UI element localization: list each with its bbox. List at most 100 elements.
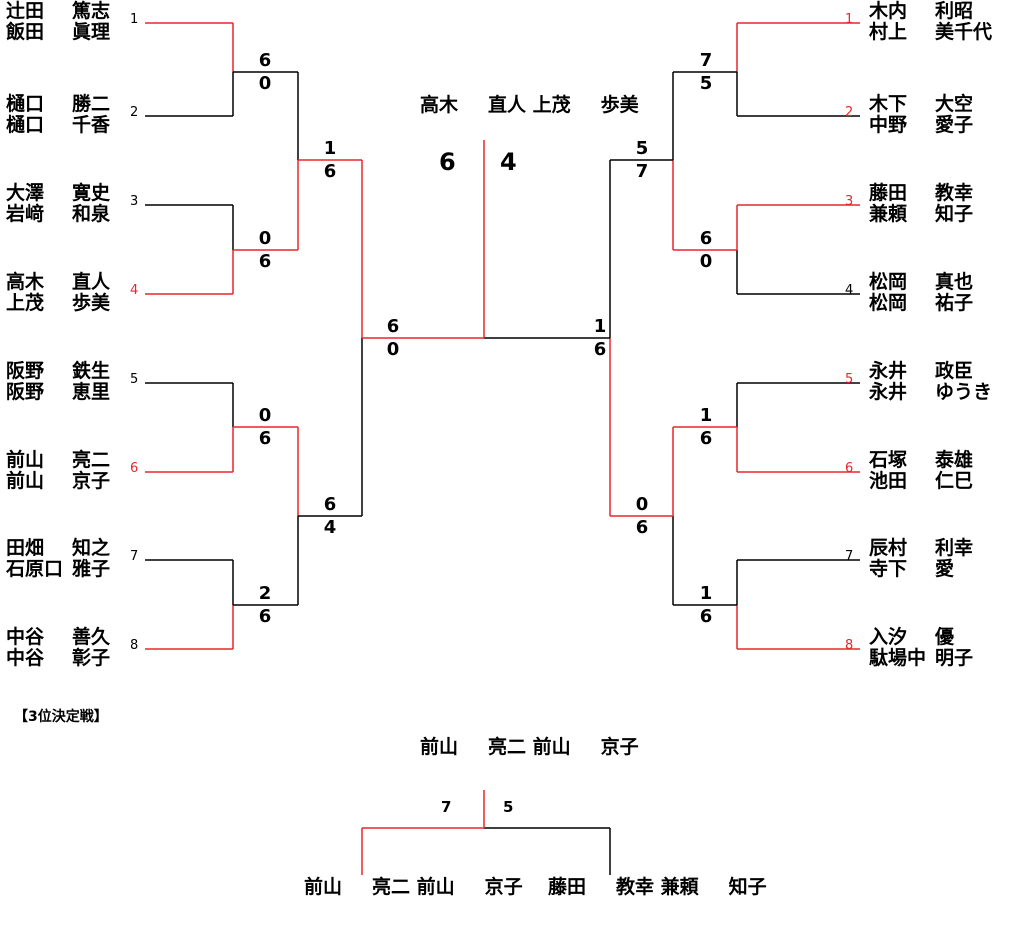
left-family-name: 阪野 xyxy=(6,381,45,403)
left-family-name: 前山 xyxy=(6,470,45,492)
left-seed-8: 8 xyxy=(130,638,139,653)
right-family-name: 木内 xyxy=(869,0,908,22)
left-pair-8-row-2: 中谷彰子 xyxy=(6,648,110,669)
final-score-left: 6 xyxy=(439,148,456,176)
right-given-name: 知子 xyxy=(935,203,974,225)
right-pair-3: 藤田 教幸兼頼知子 xyxy=(869,183,973,225)
third-winner-given-2: 京子 xyxy=(600,736,639,758)
left-family-name: 中谷 xyxy=(6,647,45,669)
champion-pair: 高木 直人 上茂 歩美 xyxy=(420,95,639,116)
right-seed-2: 2 xyxy=(845,105,854,120)
left-pair-3: 大澤寛史岩﨑 和泉 xyxy=(6,183,110,225)
left-pair-7: 田畑知之石原口雅子 xyxy=(6,538,110,580)
right-pair-8-row-2: 駄場中明子 xyxy=(869,648,973,669)
left-pair-2: 樋口勝二樋口千香 xyxy=(6,94,110,136)
left-seed-1: 1 xyxy=(130,12,139,27)
left-given-name: 和泉 xyxy=(72,203,111,225)
left-r1-score-top: 6 xyxy=(258,50,272,71)
left-pair-5: 阪野鉄生阪野 恵里 xyxy=(6,361,110,403)
right-given-name: 大空 xyxy=(935,93,974,115)
left-r1-score-bottom: 6 xyxy=(258,428,272,449)
right-family-name: 松岡 xyxy=(869,292,908,314)
right-r1-score-top: 1 xyxy=(699,583,713,604)
third-winner-given-1: 亮二 xyxy=(488,736,527,758)
right-seed-5: 5 xyxy=(845,372,854,387)
right-r1-score-top: 1 xyxy=(699,405,713,426)
left-pair-2-row-1: 樋口勝二 xyxy=(6,94,110,115)
left-family-name: 樋口 xyxy=(6,93,45,115)
right-r1-score-top: 7 xyxy=(699,50,713,71)
right-pair-5-row-1: 永井政臣 xyxy=(869,361,992,382)
third-right-given-1: 教幸 xyxy=(616,876,655,898)
third-right-given-2: 知子 xyxy=(728,876,767,898)
left-given-name: 恵里 xyxy=(72,381,111,403)
third-score-left: 7 xyxy=(441,798,452,816)
right-pair-1-row-1: 木内 利昭 xyxy=(869,1,992,22)
champion-given-2: 歩美 xyxy=(600,94,639,116)
right-given-name: 泰雄 xyxy=(935,449,974,471)
left-given-name: 京子 xyxy=(72,470,111,492)
left-family-name: 飯田 xyxy=(6,21,45,43)
third-place-winner: 前山亮二 前山京子 xyxy=(420,737,639,758)
third-place-heading: 【3位決定戦】 xyxy=(14,709,108,725)
third-place-right-pair: 藤田教幸 兼頼知子 xyxy=(548,877,767,898)
right-seed-4: 4 xyxy=(845,283,854,298)
left-pair-2-row-2: 樋口千香 xyxy=(6,115,110,136)
left-pair-1: 辻田篤志飯田眞理 xyxy=(6,1,110,43)
left-pair-3-row-2: 岩﨑 和泉 xyxy=(6,204,110,225)
left-given-name: 雅子 xyxy=(72,558,111,580)
left-pair-8-row-1: 中谷善久 xyxy=(6,627,110,648)
champion-given-1: 直人 xyxy=(488,94,527,116)
right-family-name: 中野 xyxy=(869,114,908,136)
right-family-name: 永井 xyxy=(869,381,908,403)
left-pair-8: 中谷善久中谷彰子 xyxy=(6,627,110,669)
third-score-right: 5 xyxy=(503,798,514,816)
left-r2-score-top: 6 xyxy=(323,494,337,515)
right-given-name: 利幸 xyxy=(935,537,974,559)
final-score-right: 4 xyxy=(500,148,517,176)
right-family-name: 村上 xyxy=(869,21,908,43)
third-left-family-1: 前山 xyxy=(304,876,343,898)
right-r2-score-top: 5 xyxy=(635,138,649,159)
left-family-name: 岩﨑 xyxy=(6,203,45,225)
third-winner-family-1: 前山 xyxy=(420,736,459,758)
left-pair-4: 高木 直人上茂歩美 xyxy=(6,272,110,314)
right-family-name: 駄場中 xyxy=(869,647,927,669)
right-given-name: 利昭 xyxy=(935,0,974,22)
left-given-name: 直人 xyxy=(72,271,111,293)
right-seed-6: 6 xyxy=(845,461,854,476)
right-r3-score-top: 1 xyxy=(593,316,607,337)
left-pair-6-row-1: 前山亮二 xyxy=(6,450,110,471)
right-given-name: 教幸 xyxy=(935,182,974,204)
right-r2-score-top: 0 xyxy=(635,494,649,515)
left-pair-3-row-1: 大澤寛史 xyxy=(6,183,110,204)
right-family-name: 木下 xyxy=(869,93,908,115)
right-pair-1-row-2: 村上美千代 xyxy=(869,22,992,43)
right-r2-score-bottom: 7 xyxy=(635,161,649,182)
champion-family-2: 上茂 xyxy=(532,94,571,116)
left-given-name: 寛史 xyxy=(72,182,111,204)
left-r1-score-top: 0 xyxy=(258,405,272,426)
right-pair-3-row-2: 兼頼知子 xyxy=(869,204,973,225)
left-r3-score-bottom: 0 xyxy=(386,339,400,360)
left-pair-4-row-2: 上茂歩美 xyxy=(6,293,110,314)
right-pair-1: 木内 利昭村上美千代 xyxy=(869,1,992,43)
right-seed-7: 7 xyxy=(845,549,854,564)
right-family-name: 藤田 xyxy=(869,182,908,204)
right-seed-1: 1 xyxy=(845,12,854,27)
right-given-name: 仁巳 xyxy=(935,470,974,492)
left-family-name: 石原口 xyxy=(6,558,64,580)
right-family-name: 永井 xyxy=(869,360,908,382)
left-r2-score-bottom: 4 xyxy=(323,517,337,538)
left-family-name: 前山 xyxy=(6,449,45,471)
left-seed-2: 2 xyxy=(130,105,139,120)
right-given-name: 明子 xyxy=(935,647,974,669)
right-pair-8-row-1: 入汐優 xyxy=(869,627,973,648)
left-pair-5-row-1: 阪野鉄生 xyxy=(6,361,110,382)
right-given-name: 真也 xyxy=(935,271,974,293)
left-family-name: 高木 xyxy=(6,271,45,293)
right-family-name: 寺下 xyxy=(869,558,908,580)
right-family-name: 松岡 xyxy=(869,271,908,293)
champion-family-1: 高木 xyxy=(420,94,459,116)
